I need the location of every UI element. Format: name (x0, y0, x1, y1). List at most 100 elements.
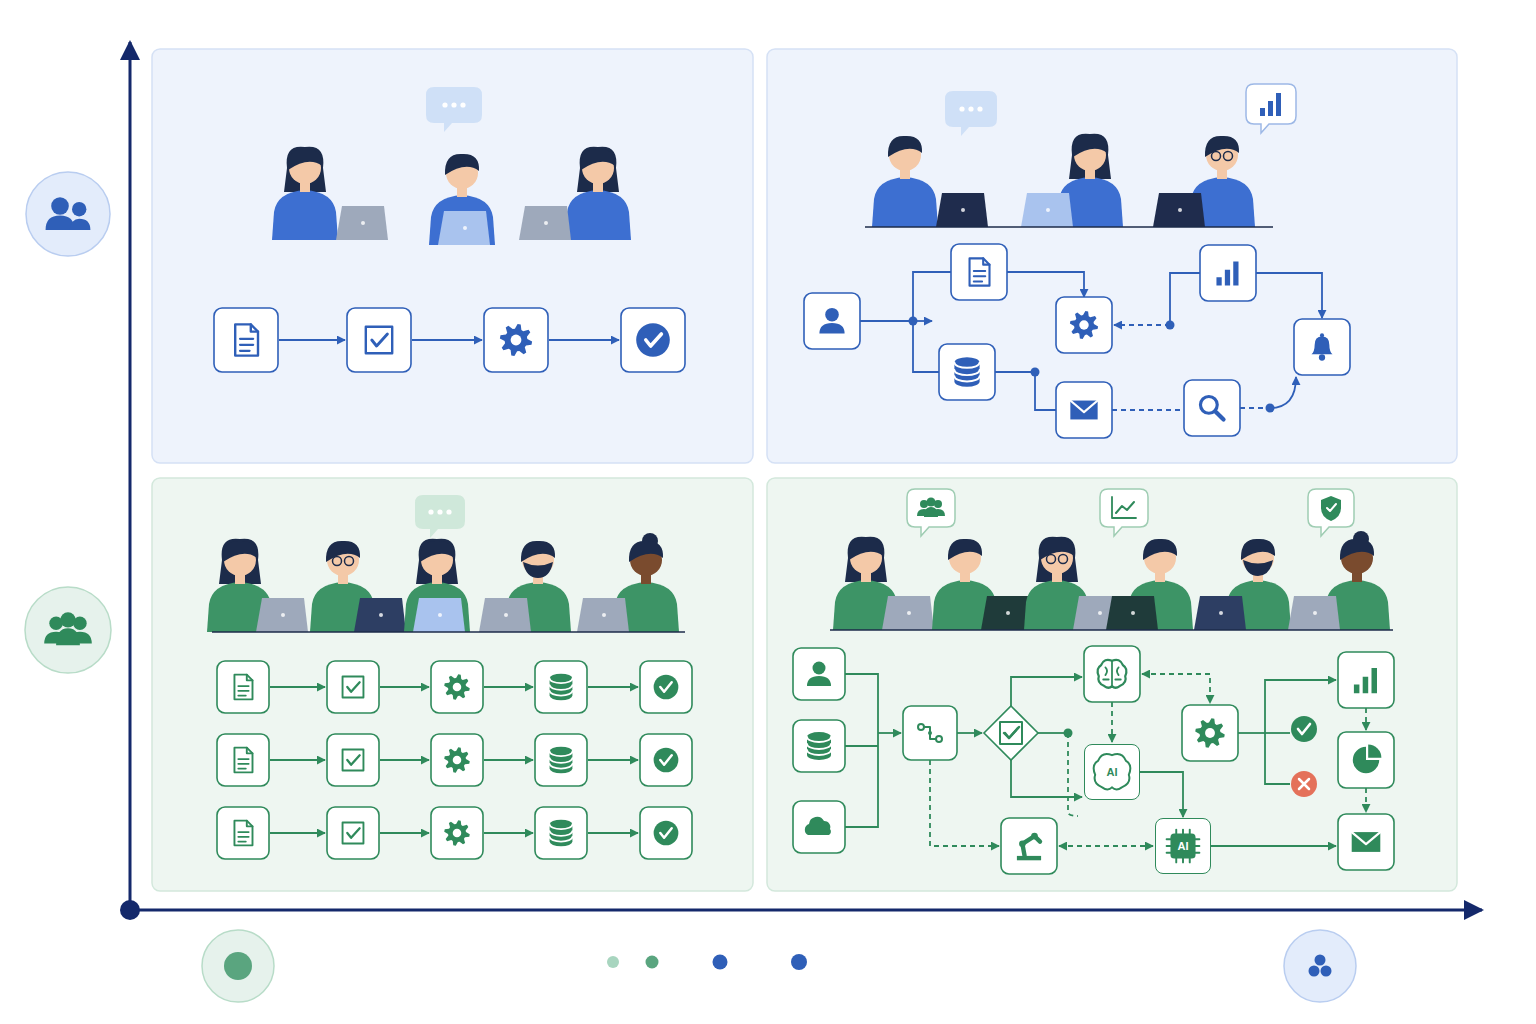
db-shape (550, 674, 573, 701)
robot-dot (1031, 833, 1038, 840)
flow-line (270, 832, 325, 834)
process-box (535, 734, 587, 786)
people2-dot (51, 197, 69, 215)
gear-shape (444, 674, 470, 700)
doc-line (234, 748, 252, 773)
ok-icon (636, 323, 670, 357)
okc-dot (654, 675, 679, 700)
flow-line (1035, 372, 1056, 410)
threedots-dot (1315, 955, 1326, 966)
flow-line (995, 371, 1035, 373)
merge-dot (936, 736, 942, 742)
db-mark (550, 751, 573, 768)
check-line (1005, 728, 1018, 738)
db-mark (550, 678, 573, 695)
merge-dot (918, 724, 924, 730)
beard (1243, 560, 1273, 576)
doc-line (238, 686, 248, 696)
ai-brain-box: AI (1084, 744, 1140, 800)
flow-line (1211, 845, 1336, 847)
db-mark (550, 824, 573, 841)
flow-line (1068, 733, 1078, 816)
flow-line (1142, 674, 1210, 703)
flow-line (1265, 733, 1290, 784)
doc-line (974, 271, 986, 282)
person-body (872, 177, 938, 227)
mail-mark (1070, 401, 1097, 413)
scale-dot (224, 952, 252, 980)
laptop-screen (1021, 193, 1073, 227)
db-icon (550, 820, 573, 847)
flow-line (270, 686, 325, 688)
hair-front (445, 154, 479, 175)
axis-badge (25, 587, 111, 673)
flow-line (279, 339, 345, 341)
process-box (793, 648, 845, 700)
mail-icon (1352, 832, 1381, 852)
bubble-shape (907, 489, 955, 536)
junction-dot (1031, 368, 1040, 377)
junction-dot (909, 317, 918, 326)
search-icon (1200, 396, 1223, 419)
process-box (903, 706, 957, 760)
bubble-shape (1308, 489, 1354, 536)
person-figure (1288, 531, 1390, 630)
laptop-screen (479, 598, 531, 632)
gear-shape (444, 820, 470, 846)
shield-shape (1321, 496, 1341, 521)
user-dot (825, 308, 839, 322)
process-box (1294, 319, 1350, 375)
hair-front (521, 541, 555, 562)
process-box (431, 661, 483, 713)
hair-front (1073, 136, 1107, 157)
person-body (429, 195, 495, 245)
mail-shape (1352, 832, 1381, 852)
gear-dot (453, 756, 462, 765)
check-line (343, 750, 364, 771)
process-box (793, 801, 845, 853)
threedots-dot (1309, 966, 1320, 977)
process-box (640, 661, 692, 713)
user-icon (807, 662, 831, 687)
dots-dot (442, 102, 447, 107)
check-line (347, 828, 359, 838)
flow-line (1059, 845, 1153, 847)
laptop-logo (907, 611, 911, 615)
doc-line (247, 675, 253, 681)
people2-shape (70, 219, 91, 230)
process-box (327, 734, 379, 786)
person-figure (833, 537, 934, 630)
desk-line (865, 226, 1273, 228)
hair-back (577, 147, 619, 192)
person-body (565, 190, 631, 240)
flow-line (1011, 760, 1082, 797)
quadrant-small-simple (214, 87, 685, 372)
hair-front (326, 541, 360, 562)
laptop-logo (361, 221, 365, 225)
person-figure (404, 539, 470, 632)
chart-shape (1354, 668, 1377, 693)
people-dot (927, 498, 936, 507)
laptop-logo (504, 613, 508, 617)
gear-icon (500, 324, 532, 356)
ok-dot (636, 323, 670, 357)
db-mark (954, 363, 979, 382)
chip-pins (1167, 830, 1200, 863)
doc-icon (234, 675, 252, 700)
gear-dot (511, 335, 522, 346)
process-box (640, 807, 692, 859)
okc-mark (660, 755, 671, 765)
person-figure (577, 533, 679, 632)
hair-front (1143, 539, 1177, 560)
check-icon (366, 327, 392, 353)
gear-icon (444, 820, 470, 846)
doc-line (247, 748, 253, 754)
dots-dot (460, 102, 465, 107)
laptop-logo (1178, 208, 1182, 212)
laptop-screen (354, 598, 406, 632)
laptop-screen (936, 193, 988, 227)
hair-front (948, 539, 982, 560)
process-box (347, 308, 411, 372)
